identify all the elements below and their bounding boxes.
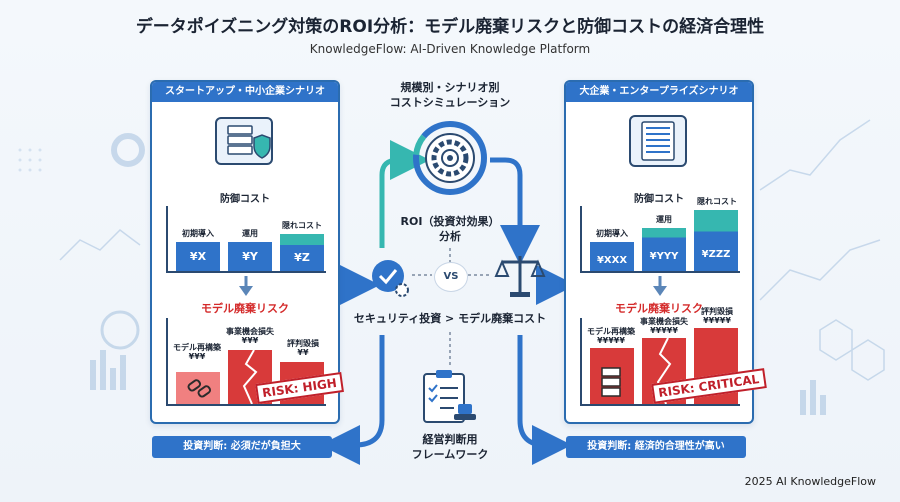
right-risk-label-reputation: 評判毀損: [701, 307, 733, 316]
left-risk-value-reputation: ¥¥: [297, 348, 309, 357]
framework-title-line2: フレームワーク: [411, 448, 489, 461]
left-defense-bar-ops: ¥Y: [228, 242, 272, 271]
clipboard-checklist-icon: [423, 370, 476, 423]
left-risk-label-reputation: 評判毀損: [287, 339, 319, 348]
left-defense-bar-initial: ¥X: [176, 242, 220, 271]
right-defense-y-axis: [580, 206, 582, 272]
right-risk-value-reputation: ¥¥¥¥¥: [703, 316, 731, 325]
page-title: データポイズニング対策のROI分析：モデル廃棄リスクと防御コストの経済合理性: [135, 17, 765, 37]
left-defense-y-axis: [166, 206, 168, 272]
simulation-title-line2: コストシミュレーション: [389, 96, 511, 109]
left-defense-value-ops: ¥Y: [242, 250, 258, 263]
left-risk-title: モデル廃棄リスク: [201, 302, 289, 315]
left-risk-value-rebuild: ¥¥¥: [188, 352, 206, 361]
left-scenario-panel: スタートアップ・中小企業シナリオ 防御コスト 初期導入 ¥X 運用 ¥Y 隠れコ…: [150, 80, 344, 424]
left-defense-label-ops: 運用: [242, 229, 258, 238]
arrow-to-left-verdict: [320, 335, 385, 465]
framework-title: 経営判断用 フレームワーク: [380, 432, 520, 462]
footer-credit: 2025 AI KnowledgeFlow: [744, 475, 876, 488]
arrow-up-to-gear: [379, 140, 430, 248]
right-scenario-panel: 大企業・エンタープライズシナリオ 防御コスト 初期導入 ¥XXX 運用 ¥YYY…: [564, 80, 767, 424]
left-defense-value-initial: ¥X: [189, 250, 207, 263]
roi-title-line2: 分析: [439, 230, 461, 243]
right-defense-value-hidden: ¥ZZZ: [701, 249, 731, 260]
right-defense-value-initial: ¥XXX: [596, 255, 628, 266]
left-risk-label-rebuild: モデル再構築: [173, 343, 221, 352]
left-risk-bar-rebuild: [176, 372, 220, 404]
left-defense-bar-hidden: ¥Z: [280, 234, 324, 271]
left-panel-header: スタートアップ・中小企業シナリオ: [152, 82, 338, 102]
comparison-text: セキュリティ投資 > モデル廃棄コスト: [353, 312, 547, 325]
check-gear-icon: [372, 260, 409, 297]
left-defense-label-initial: 初期導入: [182, 229, 214, 238]
framework-title-line1: 経営判断用: [422, 433, 478, 446]
right-defense-label-ops: 運用: [656, 215, 672, 224]
bg-left-deco: [18, 133, 145, 390]
server-rack-icon: [629, 115, 687, 167]
right-defense-bar-hidden: ¥ZZZ: [694, 210, 738, 271]
right-verdict: 投資判断: 経済的合理性が高い: [566, 436, 746, 458]
broken-link-icon: [187, 379, 212, 398]
right-defense-label-initial: 初期導入: [596, 229, 628, 238]
left-risk-x-axis: [166, 404, 326, 406]
server-shield-icon: [215, 117, 273, 165]
right-defense-x-axis: [580, 271, 740, 273]
left-defense-title: 防御コスト: [220, 194, 270, 205]
left-defense-value-hidden: ¥Z: [294, 251, 310, 264]
roi-title: ROI（投資対効果） 分析: [380, 214, 520, 244]
right-defense-bar-ops: ¥YYY: [642, 228, 686, 271]
simulation-title-line1: 規模別・シナリオ別: [400, 81, 500, 94]
left-defense-label-hidden: 隠れコスト: [282, 221, 322, 230]
bg-right-deco: [759, 119, 885, 415]
right-risk-y-axis: [580, 318, 582, 406]
left-down-arrow-icon: [239, 276, 253, 296]
right-defense-title: 防御コスト: [634, 194, 684, 205]
right-defense-value-ops: ¥YYY: [649, 251, 679, 262]
balance-scale-icon: [494, 256, 546, 297]
left-risk-value-opportunity: ¥¥¥: [241, 336, 259, 345]
page-subtitle: KnowledgeFlow: AI-Driven Knowledge Platf…: [309, 42, 591, 56]
arrow-to-right-verdict: [517, 335, 572, 465]
server-broken-icon: [601, 367, 621, 397]
right-defense-label-hidden: 隠れコスト: [697, 197, 737, 206]
arrow-down-to-scale: [490, 157, 540, 265]
simulation-title: 規模別・シナリオ別 コストシミュレーション: [360, 80, 540, 110]
right-down-arrow-icon: [653, 276, 667, 296]
left-verdict: 投資判断: 必須だが負担大: [152, 436, 332, 458]
right-risk-value-rebuild: ¥¥¥¥¥: [597, 336, 625, 345]
right-panel-header: 大企業・エンタープライズシナリオ: [566, 82, 752, 102]
right-risk-title: モデル廃棄リスク: [615, 302, 703, 315]
right-risk-x-axis: [580, 404, 740, 406]
left-risk-label-opportunity: 事業機会損失: [226, 327, 274, 336]
right-risk-value-opportunity: ¥¥¥¥¥: [650, 326, 678, 335]
right-risk-label-rebuild: モデル再構築: [587, 327, 635, 336]
right-risk-bar-rebuild: [590, 348, 634, 404]
gear-ring-icon: [413, 121, 487, 195]
roi-title-line1: ROI（投資対効果）: [400, 215, 500, 228]
right-defense-bar-initial: ¥XXX: [590, 242, 634, 271]
vs-badge: VS: [434, 262, 468, 292]
left-risk-y-axis: [166, 318, 168, 406]
left-defense-x-axis: [166, 271, 326, 273]
right-risk-label-opportunity: 事業機会損失: [640, 317, 688, 326]
